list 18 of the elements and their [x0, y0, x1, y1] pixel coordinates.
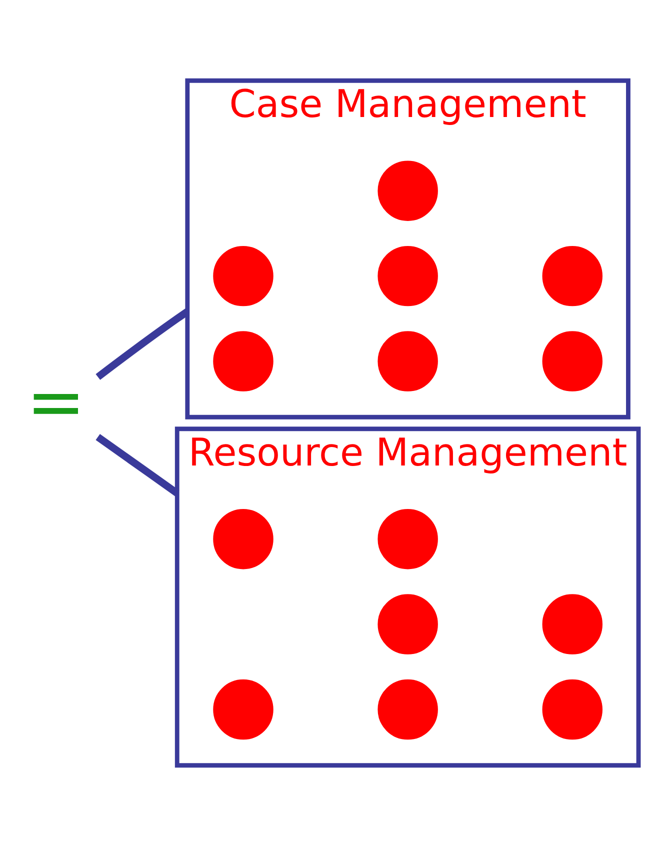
node-circle	[378, 594, 438, 654]
cluster: Resource Management	[174, 426, 641, 768]
node-circle	[378, 245, 438, 306]
node-circle	[378, 160, 438, 220]
node-text: =	[26, 360, 86, 442]
node-circle	[213, 508, 274, 569]
node-circle	[542, 594, 602, 654]
node-circle	[213, 330, 274, 391]
connector	[96, 434, 180, 496]
node-circle	[378, 508, 438, 569]
node-circle	[542, 330, 602, 391]
node-circle	[542, 245, 602, 306]
node-circle	[542, 678, 602, 740]
node-circle	[213, 678, 274, 740]
node-circle	[213, 245, 274, 306]
node-circle	[378, 678, 438, 740]
node-circle	[378, 330, 438, 391]
cluster: Case Management	[185, 78, 630, 419]
